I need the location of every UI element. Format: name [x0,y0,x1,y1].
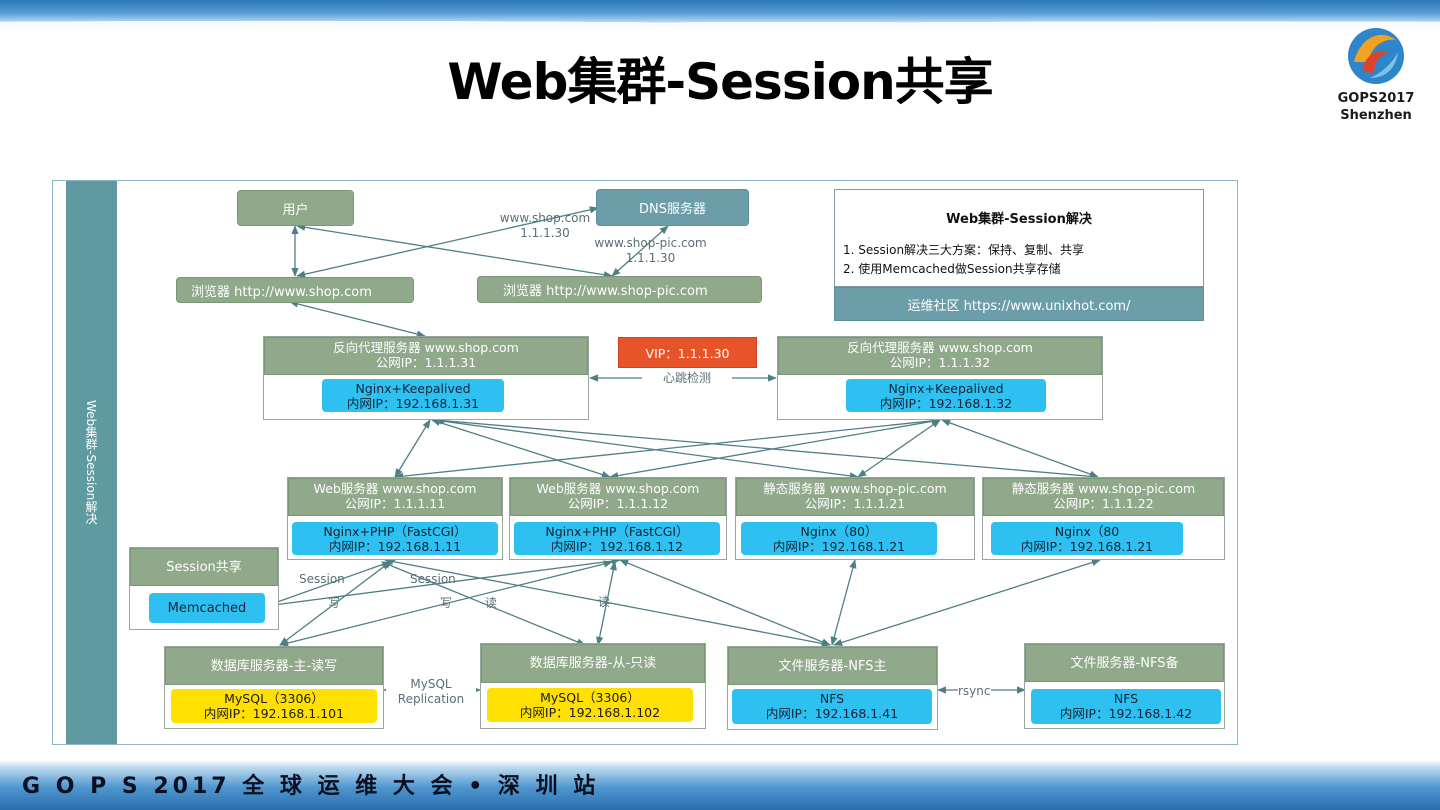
logo-line-2: Shenzhen [1340,108,1412,123]
edge-browser1-dns [296,206,599,278]
gops-logo: GOPS2017 Shenzhen [1330,18,1422,138]
slide-title: Web集群-Session共享 [447,53,993,111]
edge-browser2-dns [611,225,669,277]
info-title: Web集群-Session解决 [946,212,1092,227]
top-wave-band [0,0,1440,30]
bottom-wave-band [0,760,1440,810]
dns-server-node: DNS服务器 [596,189,749,226]
edge-p2-s2 [609,417,941,480]
heartbeat-label: 心跳检测 [642,371,732,386]
db-slave-header: 数据库服务器-从-只读 [481,644,705,683]
diagram-sidebar [66,181,117,744]
db-slave-server: 数据库服务器-从-只读 MySQL（3306）内网IP：192.168.1.10… [480,643,706,729]
db-slave-inner: MySQL（3306）内网IP：192.168.1.102 [487,688,693,722]
user-node: 用户 [237,190,354,226]
edge-browser1-proxy1 [289,300,426,338]
edge-label-session-2: Session [410,572,456,586]
edge-s3-nfs [830,559,857,646]
edge-label-rsync: rsync [958,684,991,699]
logo-line-1: GOPS2017 [1337,91,1415,106]
session-share-header: Session共享 [130,548,278,586]
vip-badge: VIP：1.1.1.30 [618,337,757,368]
edge-s2-nfs [619,559,831,646]
sidebar-label-text: Web集群-Session解决 [84,400,98,525]
edge-label-write-1: 写 [328,596,341,610]
edge-p2-s4 [941,419,1099,478]
session-share-box: Session共享 Memcached [129,547,279,630]
edge-p1-s3 [433,417,859,480]
edge-s4-nfs [833,559,1101,646]
edge-p2-s1 [394,417,941,480]
edge-label-session-1: Session [299,572,345,586]
flame-logo-icon [1348,28,1404,84]
db-master-inner: MySQL（3306）内网IP：192.168.1.101 [171,689,377,723]
edge-label-read-1: 读 [485,596,498,610]
edge-p1-s1 [394,419,431,478]
info-box: Web集群-Session解决 1. Session解决三大方案：保持、复制、共… [834,189,1204,287]
web-server-1-inner: Nginx+PHP（FastCGI）内网IP：192.168.1.11 [292,522,498,555]
browser-shop-node: 浏览器 http://www.shop.com [176,277,414,303]
db-master-header: 数据库服务器-主-读写 [165,647,383,685]
nfs-master-header: 文件服务器-NFS主 [728,647,937,685]
edge-label-read-2: 读 [598,595,611,609]
sidebar-label: Web集群-Session解决 [66,181,117,744]
edge-p1-s4 [435,417,1099,480]
edge-p2-s3 [857,419,941,478]
memcached-node: Memcached [149,593,265,623]
info-line-1: 1. Session解决三大方案：保持、复制、共享 [843,243,1085,257]
slide-footer: G O P S 2017 全 球 运 维 大 会 • 深 圳 站 [22,774,600,799]
web-server-2-inner: Nginx+PHP（FastCGI）内网IP：192.168.1.12 [514,522,720,555]
db-master-server: 数据库服务器-主-读写 MySQL（3306）内网IP：192.168.1.10… [164,646,384,729]
info-footer: 运维社区 https://www.unixhot.com/ [834,287,1204,321]
info-line-2: 2. 使用Memcached做Session共享存储 [843,262,1061,276]
edge-p1-s2 [431,419,611,478]
static-server-1-inner: Nginx（80）内网IP：192.168.1.21 [741,522,937,555]
browser-shop-pic-node: 浏览器 http://www.shop-pic.com [477,276,762,303]
nfs-backup-header: 文件服务器-NFS备 [1025,644,1224,682]
edge-label-write-2: 写 [440,596,453,610]
